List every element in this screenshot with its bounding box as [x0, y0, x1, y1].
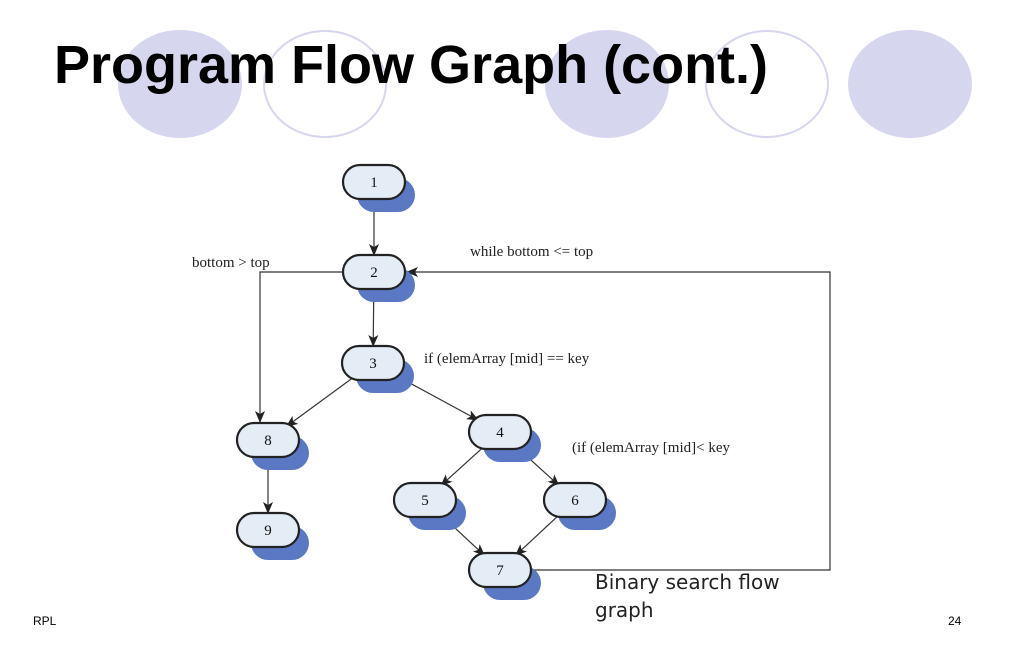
- node-2: 2: [341, 253, 415, 302]
- edge-3-8: [285, 376, 355, 427]
- node-3: 3: [340, 344, 414, 393]
- slide-title: Program Flow Graph (cont.): [54, 35, 769, 95]
- node-4-shape: [467, 413, 533, 451]
- node-1: 1: [341, 163, 415, 212]
- loop-condition-label: while bottom <= top: [470, 244, 593, 260]
- nodes-layer: 1 2 3 4 5 6 7 8 9: [235, 163, 616, 600]
- node-8-shape: [235, 421, 301, 459]
- node-8: 8: [235, 421, 309, 470]
- node-8-label: 8: [264, 433, 272, 449]
- node-7-shape: [467, 551, 533, 589]
- node-3-label: 3: [369, 356, 377, 372]
- node-1-label: 1: [370, 175, 378, 191]
- caption-line-2: graph: [595, 598, 654, 622]
- edge-7-2: [406, 267, 831, 571]
- node-5-label: 5: [421, 493, 429, 509]
- node-7: 7: [467, 551, 541, 600]
- node-2-shape: [341, 253, 407, 291]
- decor-circle-3: [545, 30, 669, 138]
- node-9-shape: [235, 511, 301, 549]
- page-number: 24: [948, 614, 962, 628]
- decor-circle-5: [848, 30, 972, 138]
- edge-6-7: [514, 514, 560, 557]
- node-5: 5: [392, 481, 466, 530]
- node-9: 9: [235, 511, 309, 560]
- decor-circle-2: [263, 30, 387, 138]
- diagram-caption: Binary search flow graph: [595, 568, 855, 624]
- node-7-label: 7: [496, 563, 504, 579]
- node-6-shape: [542, 481, 608, 519]
- node-9-label: 9: [264, 523, 272, 539]
- node-4-label: 4: [496, 425, 504, 441]
- footer-label: RPL: [33, 614, 57, 628]
- node-4: 4: [467, 413, 541, 462]
- node-1-shape: [341, 163, 407, 201]
- caption-line-1: Binary search flow: [595, 570, 780, 594]
- node-3-shape: [340, 344, 406, 382]
- decor-circle-4: [705, 30, 829, 138]
- exit-condition-label: bottom > top: [192, 255, 270, 271]
- edge-2-8: [255, 271, 343, 423]
- node-5-shape: [392, 481, 458, 519]
- decor-circle-1: [118, 30, 242, 138]
- if-equal-condition-label: if (elemArray [mid] == key: [424, 351, 590, 367]
- node-6-label: 6: [571, 493, 579, 509]
- node-2-label: 2: [370, 265, 378, 281]
- edge-4-5: [440, 446, 485, 487]
- if-less-condition-label: (if (elemArray [mid]< key: [572, 440, 730, 456]
- node-6: 6: [542, 481, 616, 530]
